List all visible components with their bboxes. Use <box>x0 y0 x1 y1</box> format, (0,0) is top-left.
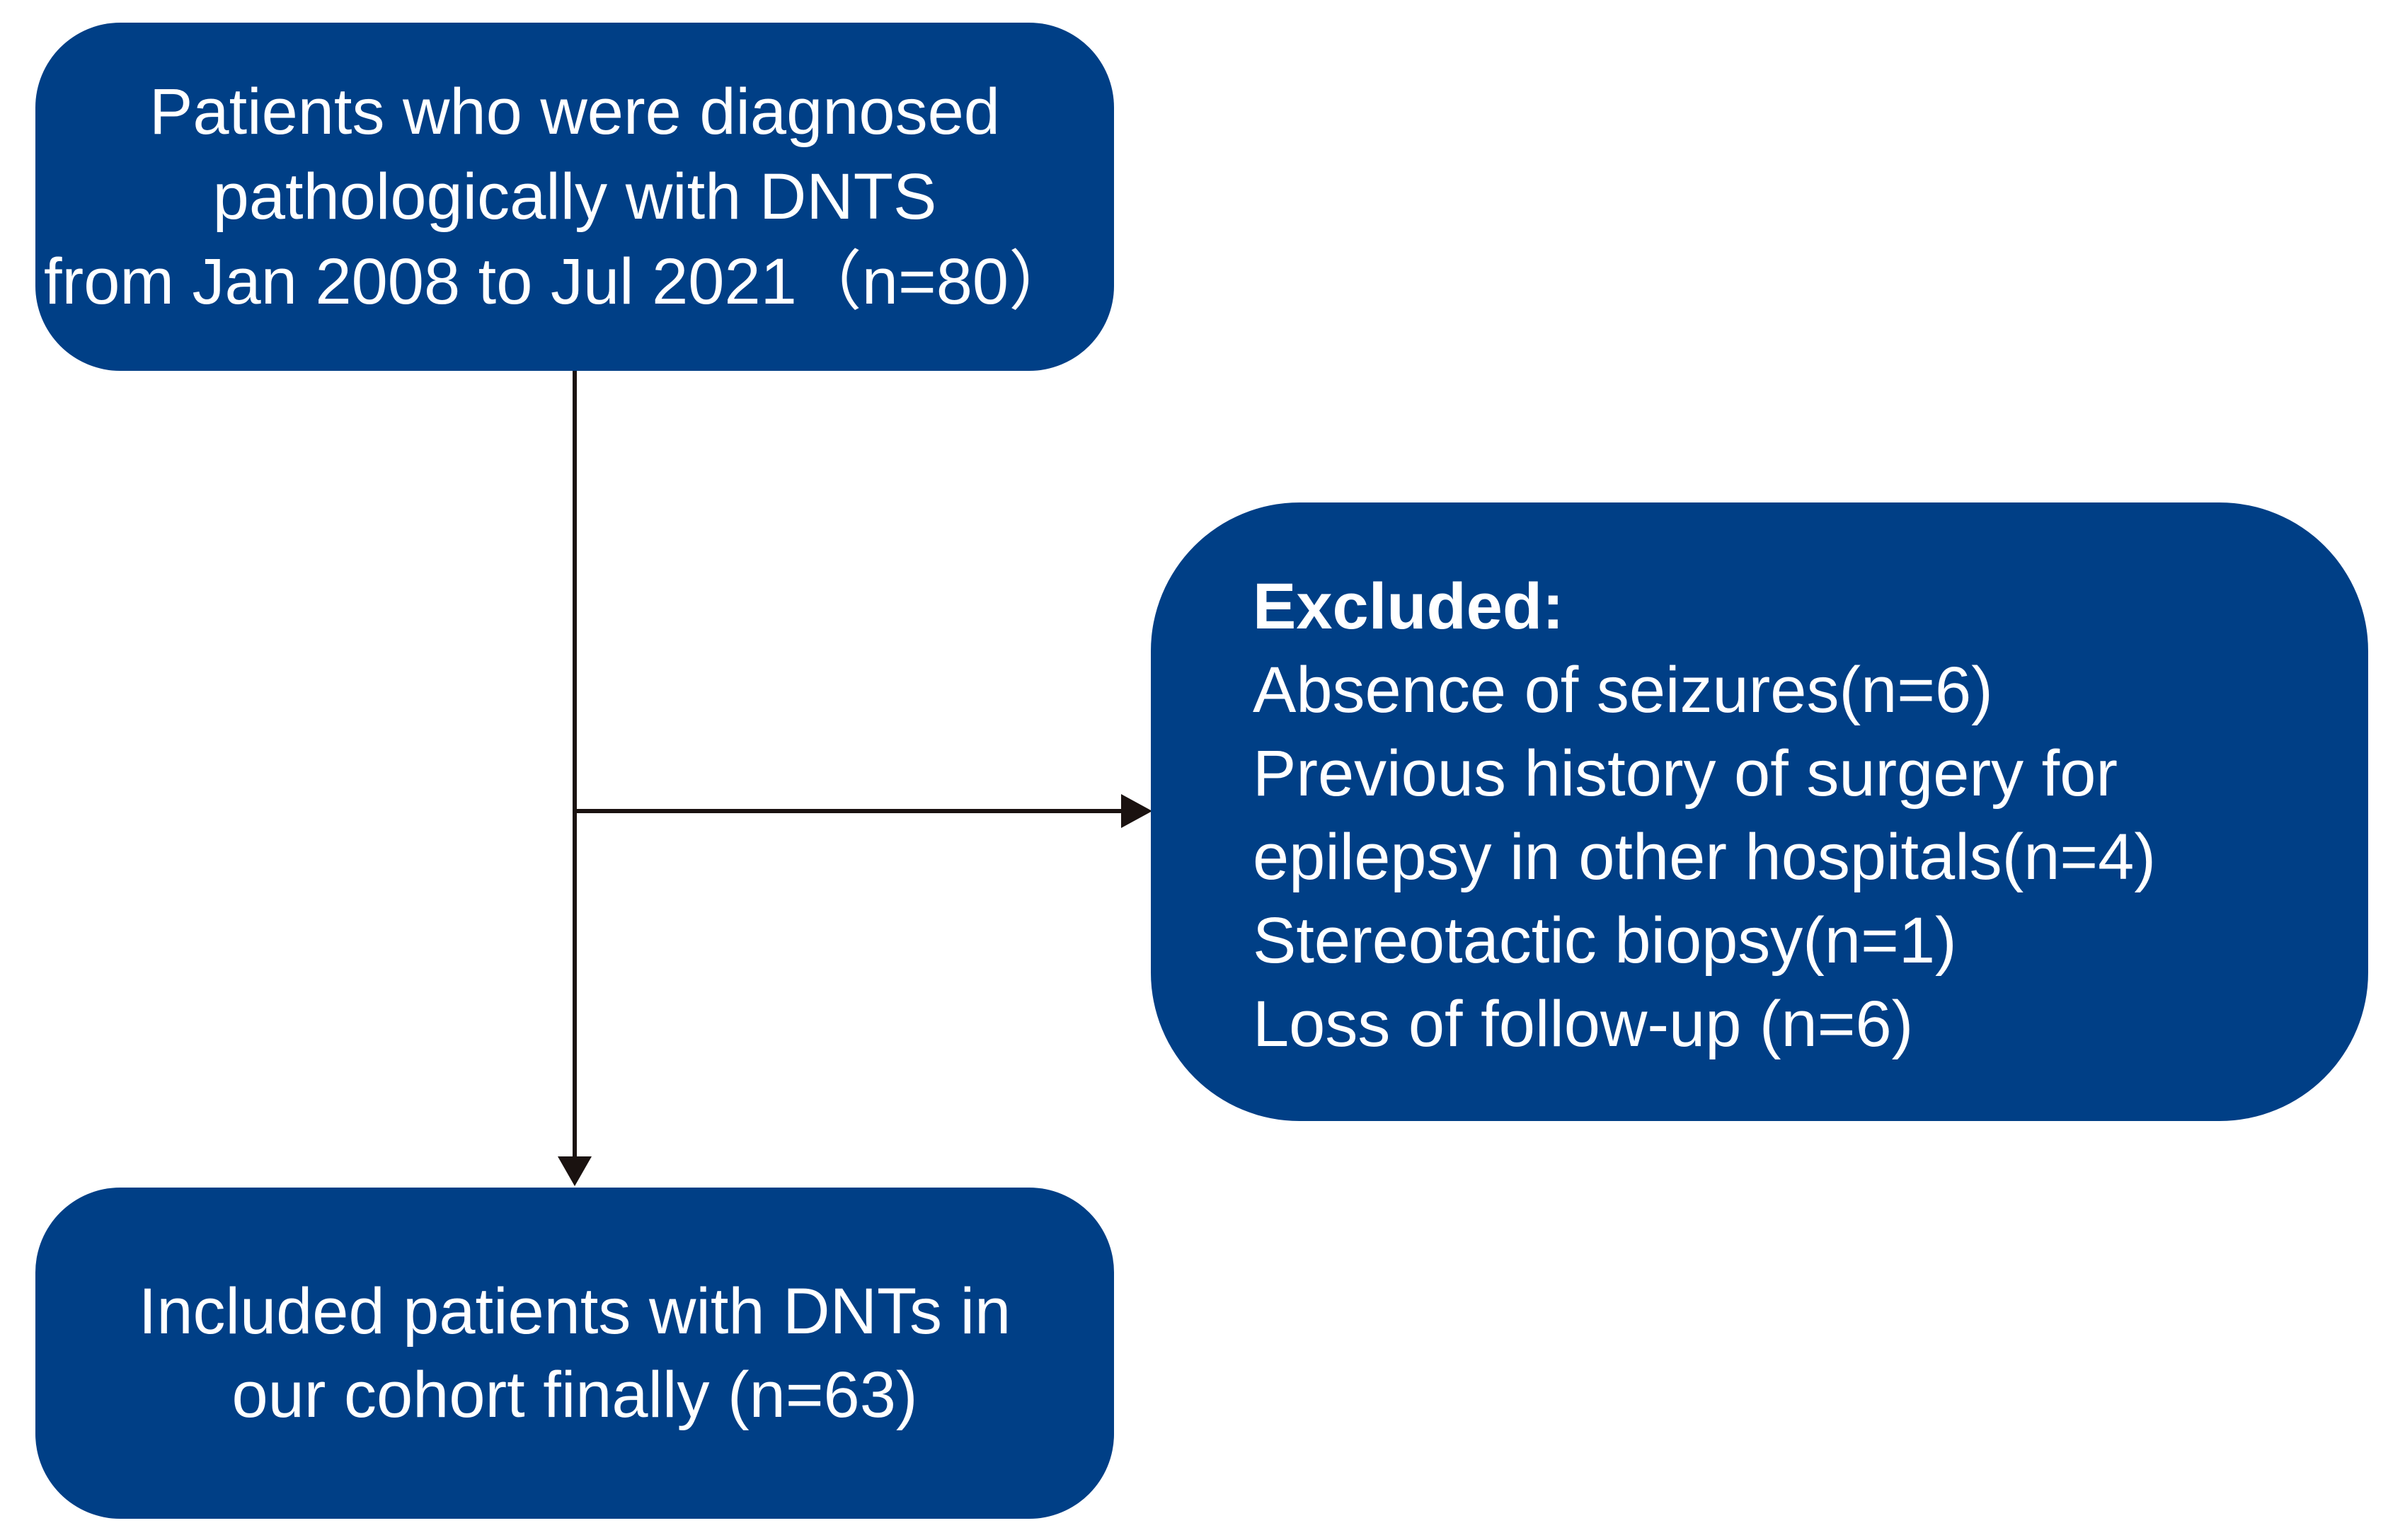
included-line-2: our cohort finally (n=63) <box>231 1359 918 1431</box>
source-line-3: from Jan 2008 to Jul 2021（n=80） <box>44 246 1074 318</box>
source-line-2: pathologically with DNTS <box>212 161 937 233</box>
right-arrowhead <box>1121 794 1152 828</box>
excluded-heading: Excluded: <box>1253 570 1564 643</box>
excluded-item-3: epilepsy in other hospitals(n=4) <box>1253 821 2156 893</box>
down-arrowhead <box>558 1156 592 1186</box>
excluded-item-4: Stereotactic biopsy(n=1) <box>1253 904 1957 977</box>
excluded-box: Excluded: Absence of seizures(n=6) Previ… <box>1151 502 2368 1121</box>
source-population-box: Patients who were diagnosed pathological… <box>35 23 1114 371</box>
included-line-1: Included patients with DNTs in <box>138 1275 1011 1348</box>
excluded-item-1: Absence of seizures(n=6) <box>1253 654 1993 726</box>
source-line-1: Patients who were diagnosed <box>149 76 1000 148</box>
excluded-item-2: Previous history of surgery for <box>1253 737 2118 810</box>
included-cohort-box: Included patients with DNTs in our cohor… <box>35 1188 1114 1519</box>
excluded-item-5: Loss of follow-up (n=6) <box>1253 988 1914 1060</box>
